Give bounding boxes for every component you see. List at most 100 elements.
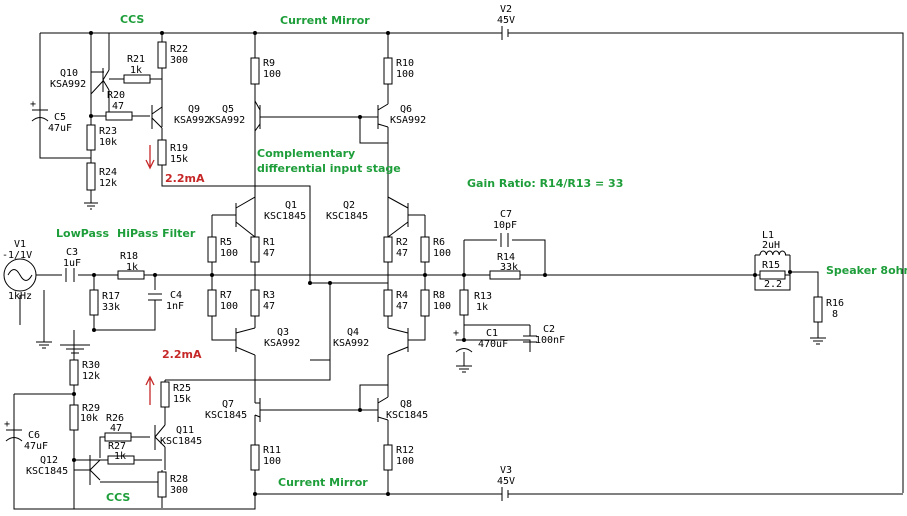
resistor-r17 — [89, 289, 99, 316]
label-r13-name: R13 — [474, 291, 492, 302]
label-r19-name: R19 — [170, 143, 188, 154]
label-q7-name: Q7 — [222, 399, 234, 410]
label-r8-name: R8 — [433, 290, 445, 301]
label-v1-freq: 1kHz — [8, 291, 32, 302]
label-q4-name: Q4 — [347, 327, 359, 338]
resistor-r13 — [459, 289, 469, 316]
label-r21-name: R21 — [127, 54, 145, 65]
label-q11-name: Q11 — [176, 425, 194, 436]
note-ccs-bottom: CCS — [106, 491, 130, 504]
source-v2 — [498, 26, 514, 40]
label-c1-value: 470uF — [478, 339, 508, 350]
label-r20-name: R20 — [107, 90, 125, 101]
label-q1-model: KSC1845 — [264, 211, 306, 222]
label-c6-value: 47uF — [24, 441, 48, 452]
label-r22-name: R22 — [170, 44, 188, 55]
annotations: CCS Current Mirror Complementary differe… — [56, 13, 907, 504]
label-c3-name: C3 — [66, 247, 78, 258]
wires — [13, 32, 904, 510]
label-r22-value: 300 — [170, 55, 188, 66]
label-r9-name: R9 — [263, 58, 275, 69]
label-r30-name: R30 — [82, 360, 100, 371]
label-r16-name: R16 — [826, 298, 844, 309]
resistor-r29 — [69, 404, 79, 431]
resistor-r27 — [107, 455, 135, 465]
label-r7-name: R7 — [220, 290, 232, 301]
label-q9-name: Q9 — [188, 104, 200, 115]
label-v1-value: -1/1V — [2, 250, 32, 261]
transistor-q1 — [235, 196, 256, 238]
resistor-r8 — [420, 289, 430, 317]
note-current-mirror-bottom: Current Mirror — [278, 476, 368, 489]
label-q5-model: KSA992 — [209, 115, 245, 126]
label-r4-name: R4 — [396, 290, 408, 301]
label-r29-name: R29 — [82, 403, 100, 414]
label-c3-value: 1uF — [63, 258, 81, 269]
label-r1-value: 47 — [263, 248, 275, 259]
source-v3 — [498, 487, 514, 501]
label-r29-value: 10k — [80, 413, 98, 424]
note-ccs-top: CCS — [120, 13, 144, 26]
label-q8-model: KSC1845 — [386, 410, 428, 421]
resistor-r7 — [207, 289, 217, 317]
transistors — [89, 68, 409, 482]
label-r5-value: 100 — [220, 248, 238, 259]
label-r14-name: R14 — [497, 252, 515, 263]
capacitors: + + + — [4, 95, 537, 509]
resistor-r14 — [489, 270, 521, 280]
label-r18-value: 1k — [126, 262, 138, 273]
transistor-q6 — [377, 103, 389, 129]
resistors — [69, 41, 823, 498]
svg-text:+: + — [30, 99, 36, 110]
label-q10-model: KSA992 — [50, 79, 86, 90]
svg-text:+: + — [453, 328, 459, 339]
label-v3-value: 45V — [497, 476, 515, 487]
label-r30-value: 12k — [82, 371, 100, 382]
resistor-r23 — [86, 124, 96, 151]
label-l1-value: 2uH — [762, 240, 780, 251]
capacitor-c3 — [65, 268, 75, 282]
label-c6-name: C6 — [28, 430, 40, 441]
label-l1-name: L1 — [762, 230, 774, 241]
resistor-r11 — [250, 444, 260, 471]
label-r13-value: 1k — [476, 302, 488, 313]
capacitor-c1: + — [453, 328, 473, 353]
label-r17-name: R17 — [102, 291, 120, 302]
label-q9-model: KSA992 — [174, 115, 210, 126]
transistor-q7 — [254, 398, 261, 422]
resistor-r6 — [420, 236, 430, 263]
label-c5-name: C5 — [54, 112, 66, 123]
label-r26-name: R26 — [106, 413, 124, 424]
label-q6-model: KSA992 — [390, 115, 426, 126]
label-q2-name: Q2 — [343, 200, 355, 211]
label-r27-name: R27 — [108, 441, 126, 452]
note-diff-stage-line1: Complementary — [257, 147, 355, 160]
label-c5-value: 47uF — [48, 123, 72, 134]
label-q5-name: Q5 — [222, 104, 234, 115]
label-r2-name: R2 — [396, 237, 408, 248]
label-r17-value: 33k — [102, 302, 120, 313]
label-r15-name: R15 — [762, 260, 780, 271]
label-r23-value: 10k — [99, 137, 117, 148]
label-c1-name: C1 — [486, 328, 498, 339]
capacitor-c5: + — [30, 95, 49, 135]
resistor-r2 — [383, 236, 393, 263]
label-q12-name: Q12 — [40, 455, 58, 466]
label-r12-name: R12 — [396, 445, 414, 456]
label-r21-value: 1k — [130, 65, 142, 76]
resistor-r15 — [759, 270, 786, 280]
label-r6-name: R6 — [433, 237, 445, 248]
current-arrows — [145, 145, 155, 405]
label-q8-name: Q8 — [400, 399, 412, 410]
svg-text:+: + — [4, 419, 10, 430]
resistor-r30 — [69, 359, 79, 386]
ground-symbols — [36, 202, 826, 373]
label-v2-name: V2 — [500, 4, 512, 15]
label-r27-value: 1k — [114, 451, 126, 462]
label-r10-value: 100 — [396, 69, 414, 80]
label-r14-value: 33k — [500, 262, 518, 273]
part-labels: V2 45V V3 45V Q10 KSA992 R21 1k R22 300 … — [2, 4, 844, 496]
note-lowpass: LowPass — [56, 227, 109, 240]
label-r25-name: R25 — [173, 383, 191, 394]
